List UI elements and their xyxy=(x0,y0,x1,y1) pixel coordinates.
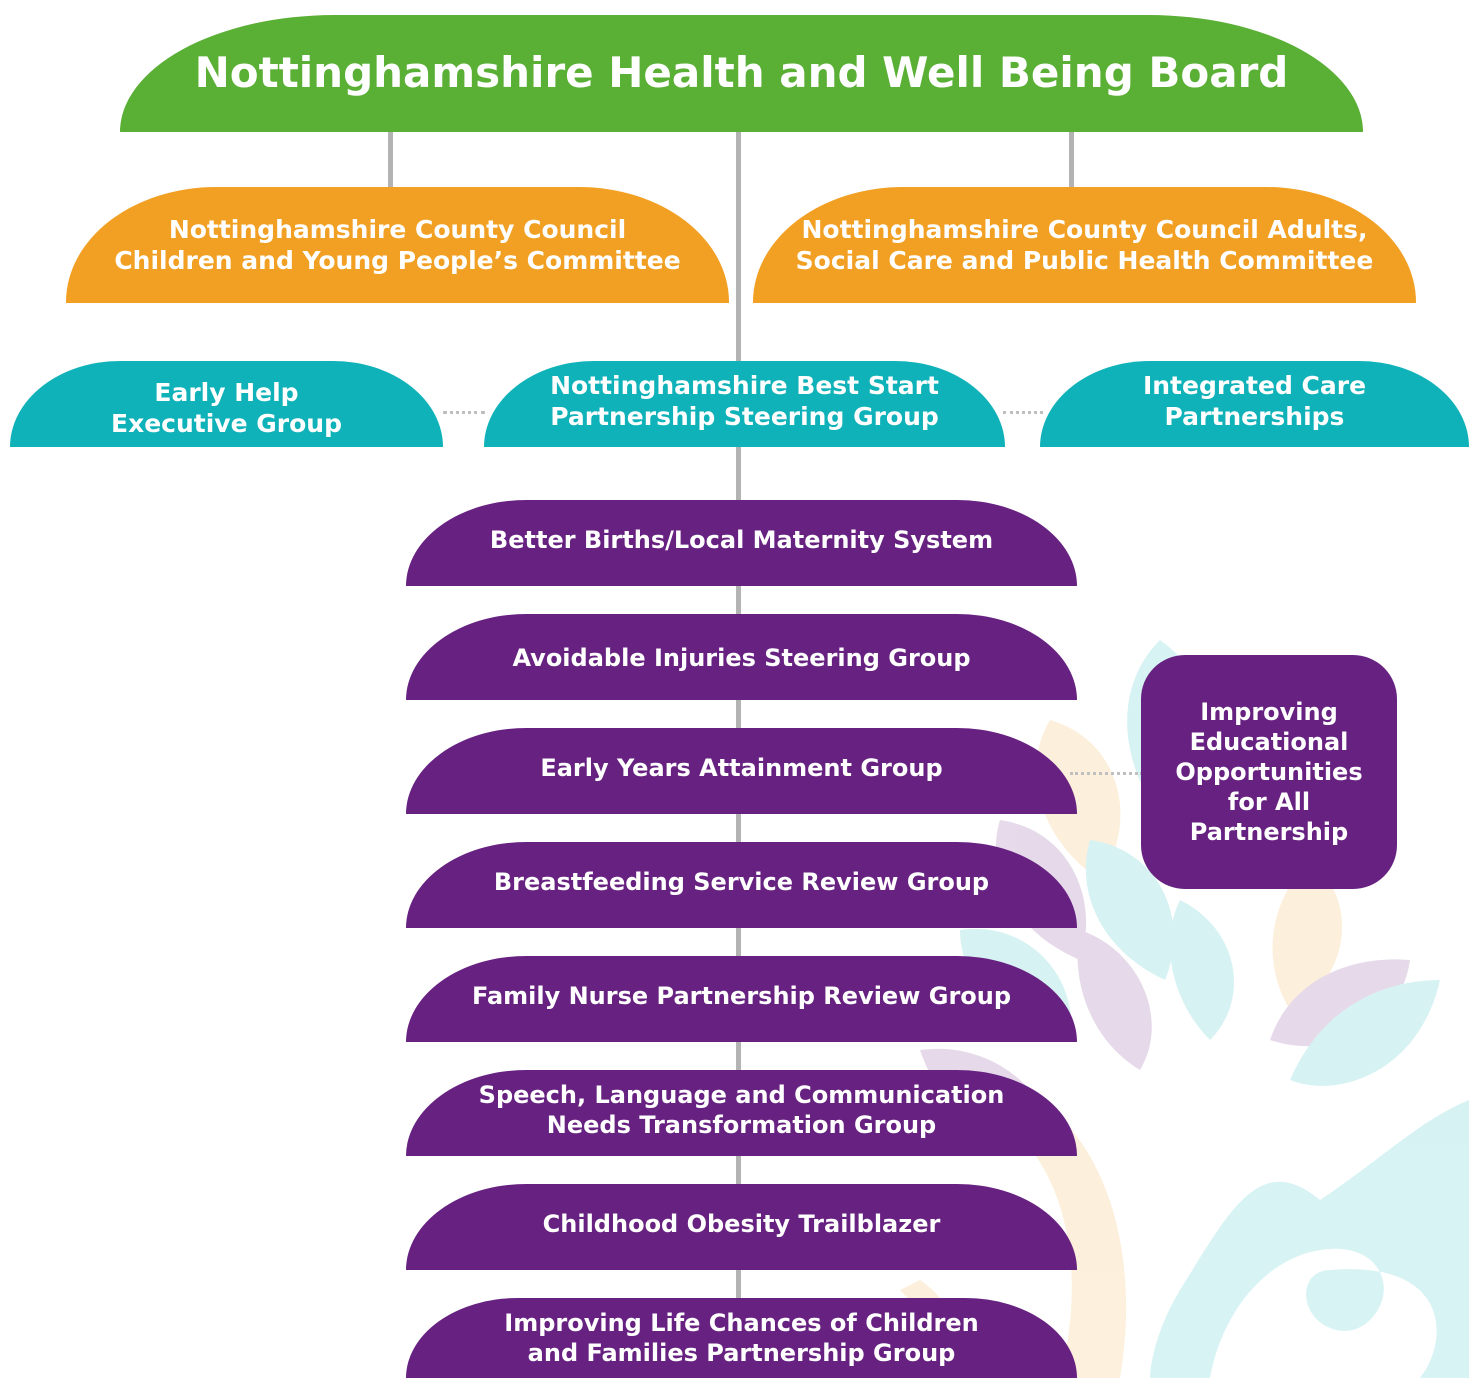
dotted-connector-integrated-care xyxy=(1003,411,1043,414)
board-title: Nottinghamshire Health and Well Being Bo… xyxy=(120,15,1363,132)
side-partnership-education: Improving Educational Opportunities for … xyxy=(1141,655,1397,889)
subgroup-family-nurse: Family Nurse Partnership Review Group xyxy=(406,956,1077,1042)
committee-adults: Nottinghamshire County Council Adults, S… xyxy=(753,187,1416,303)
dotted-connector-education xyxy=(1070,772,1143,775)
connector-board-children xyxy=(388,130,393,190)
partnership-early-help: Early Help Executive Group xyxy=(10,361,443,447)
connector-board-bst xyxy=(736,130,741,365)
subgroup-avoidable-injuries: Avoidable Injuries Steering Group xyxy=(406,614,1077,700)
connector-board-adults xyxy=(1069,130,1074,190)
subgroup-childhood-obesity: Childhood Obesity Trailblazer xyxy=(406,1184,1077,1270)
partnership-integrated-care: Integrated Care Partnerships xyxy=(1040,361,1469,447)
committee-children: Nottinghamshire County Council Children … xyxy=(66,187,729,303)
subgroup-speech-language: Speech, Language and Communication Needs… xyxy=(406,1070,1077,1156)
subgroup-breastfeeding: Breastfeeding Service Review Group xyxy=(406,842,1077,928)
subgroup-better-births: Better Births/Local Maternity System xyxy=(406,500,1077,586)
subgroup-early-years: Early Years Attainment Group xyxy=(406,728,1077,814)
subgroup-life-chances: Improving Life Chances of Children and F… xyxy=(406,1298,1077,1378)
dotted-connector-early-help xyxy=(443,411,485,414)
partnership-best-start: Nottinghamshire Best Start Partnership S… xyxy=(484,361,1005,447)
